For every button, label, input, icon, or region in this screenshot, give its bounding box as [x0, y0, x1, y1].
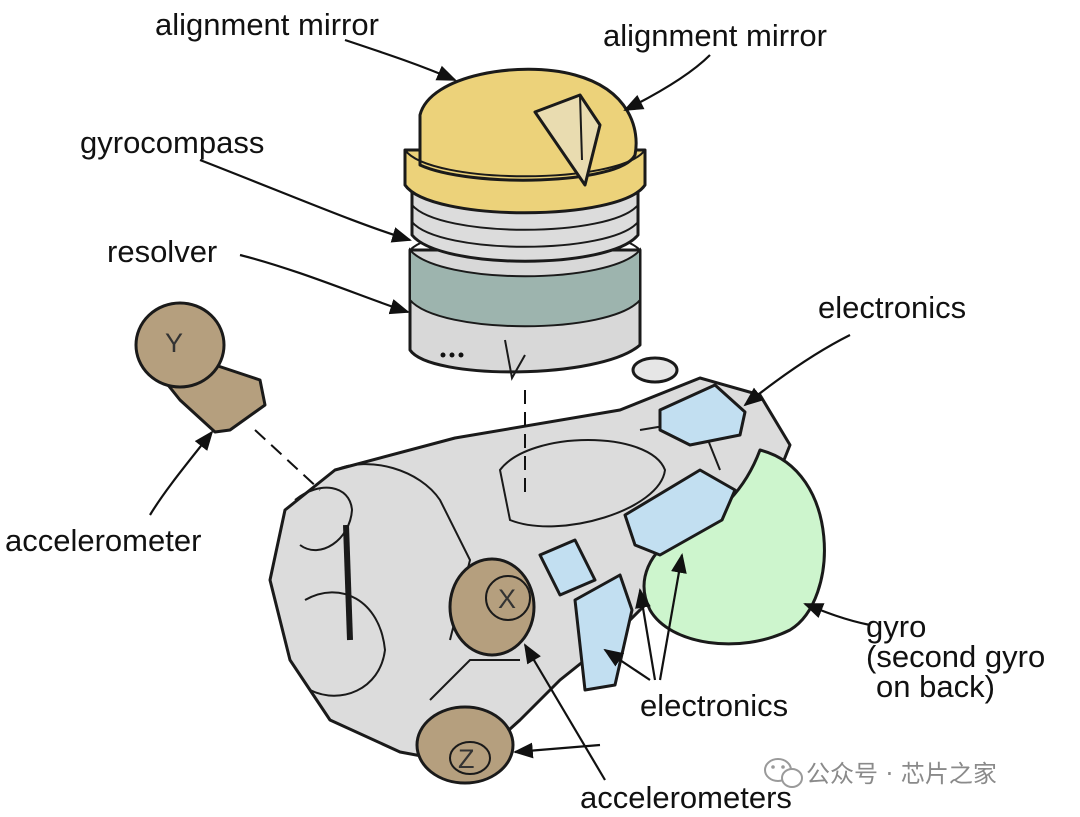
accelerometer-x: X [448, 557, 536, 657]
watermark-text: 公众号 · 芯片之家 [806, 760, 997, 788]
wechat-icon [764, 758, 803, 788]
axis-mark-y: Y [165, 328, 183, 358]
alignment-mirror-cap [403, 67, 647, 215]
label-alignment-mirror-right: alignment mirror [603, 18, 827, 53]
watermark: 公众号 · 芯片之家 [764, 758, 997, 788]
label-gyro-note-1: (second gyro [866, 639, 1045, 674]
axis-mark-x: X [498, 584, 516, 614]
label-gyrocompass: gyrocompass [80, 125, 264, 160]
label-electronics-bottom: electronics [640, 688, 788, 723]
label-accelerometers: accelerometers [580, 780, 792, 815]
accelerometer-y: Y [134, 301, 267, 434]
axis-mark-z: Z [458, 744, 475, 774]
label-electronics-top: electronics [818, 290, 966, 325]
leader-lines [149, 38, 871, 781]
label-accelerometer: accelerometer [5, 523, 201, 558]
label-resolver: resolver [107, 234, 217, 269]
label-gyro: gyro [866, 609, 926, 644]
accelerometer-y-axis-line [254, 429, 321, 491]
accelerometer-z: Z [415, 705, 515, 785]
label-gyro-note-2: on back) [876, 669, 995, 704]
label-alignment-mirror-left: alignment mirror [155, 7, 379, 42]
